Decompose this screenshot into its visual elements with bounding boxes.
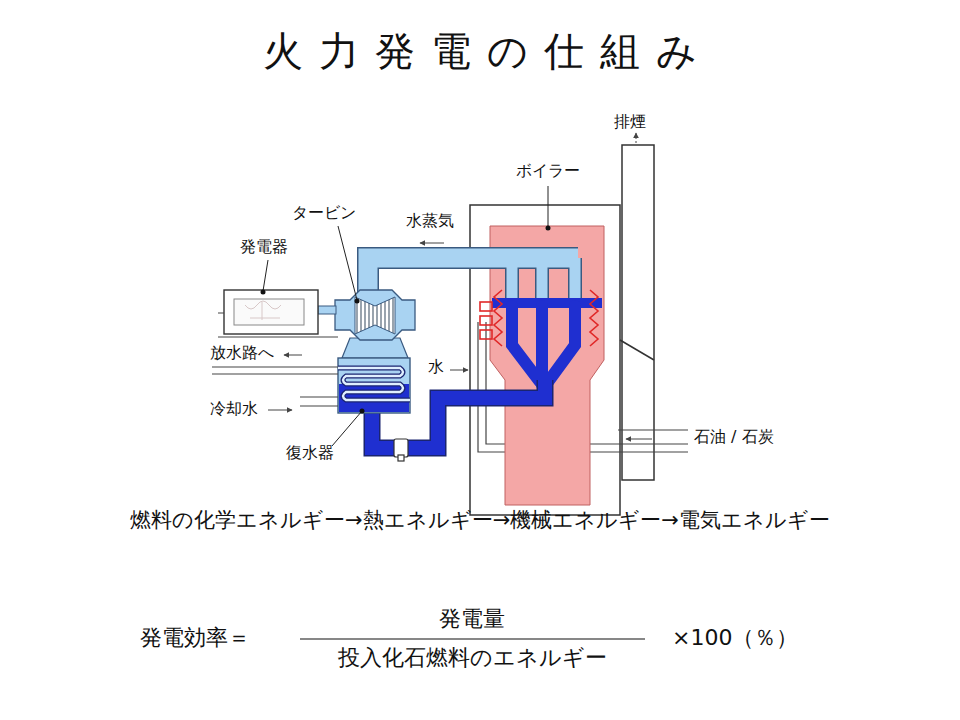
leader-line <box>263 260 268 291</box>
turbine <box>335 290 415 340</box>
leader-dot <box>261 290 266 295</box>
flow-arrow <box>268 410 292 411</box>
fraction-bar <box>300 638 645 639</box>
generator-label: 発電器 <box>240 238 288 256</box>
feed-pump <box>398 455 404 461</box>
cooling-water-pipes <box>300 405 338 406</box>
formula-numerator: 発電量 <box>439 606 505 631</box>
water-tubes <box>548 306 575 382</box>
condenser <box>338 358 410 413</box>
condenser <box>338 368 410 400</box>
flow-arrow <box>284 355 302 356</box>
flow-arrow <box>420 243 444 244</box>
condenser-label: 復水器 <box>286 444 334 462</box>
turbine <box>335 290 415 340</box>
leader-line <box>338 226 357 300</box>
energy-chain: 燃料の化学エネルギー→熱エネルギー→機械エネルギー→電気エネルギー <box>130 508 830 532</box>
generator <box>218 290 338 337</box>
burner-flames <box>494 290 502 346</box>
leader-line <box>332 411 362 446</box>
turbine-label: タービン <box>292 204 356 222</box>
generator <box>234 299 304 325</box>
boiler-housing <box>620 340 654 360</box>
generator <box>224 290 318 334</box>
feed-pump <box>394 439 408 461</box>
generator <box>245 301 281 320</box>
water-tubes <box>536 306 548 385</box>
burner-flames <box>480 330 492 339</box>
leader-dot <box>546 226 551 231</box>
cooling-water-pipes <box>212 373 338 374</box>
cooling-water-pipes <box>212 366 338 367</box>
boiler-housing <box>470 145 654 515</box>
turbine <box>355 297 395 334</box>
generator <box>318 306 336 314</box>
steam-label: 水蒸気 <box>406 212 454 230</box>
cooling-water-pipes <box>300 396 338 397</box>
feed-pump <box>394 439 408 457</box>
burner-flames <box>590 290 598 346</box>
stack-label: 排煙 <box>614 113 646 131</box>
water-tubes <box>492 298 602 385</box>
fuel-line <box>618 429 688 430</box>
leader-line <box>263 186 548 446</box>
flow-arrow <box>636 133 637 143</box>
flow-arrow <box>268 133 652 439</box>
burner-flames <box>480 302 492 311</box>
generator <box>218 313 338 337</box>
boiler-label: ボイラー <box>516 162 580 180</box>
leader-dot <box>360 409 365 414</box>
water-label: 水 <box>428 358 444 376</box>
condenser <box>338 368 410 400</box>
flow-arrow <box>450 370 468 371</box>
page-title: 火力発電の仕組み <box>247 28 713 74</box>
leader-dot <box>261 226 551 414</box>
condenser <box>338 338 410 413</box>
outflow-label: 放水路へ <box>210 344 274 362</box>
water-tubes <box>512 306 540 382</box>
leader-dot <box>355 299 360 304</box>
burner-flames <box>480 290 598 346</box>
leader-line <box>548 186 549 226</box>
fuel-label: 石油 / 石炭 <box>694 428 774 446</box>
formula-denominator: 投入化石燃料のエネルギー <box>338 645 607 670</box>
formula-factor: ×100（％） <box>672 625 798 650</box>
formula-lhs: 発電効率＝ <box>140 625 250 650</box>
cooling-water-label: 冷却水 <box>210 400 258 418</box>
flow-arrow <box>626 439 652 440</box>
burner-flames <box>480 316 492 325</box>
boiler-furnace <box>490 226 604 505</box>
condenser <box>342 338 408 358</box>
